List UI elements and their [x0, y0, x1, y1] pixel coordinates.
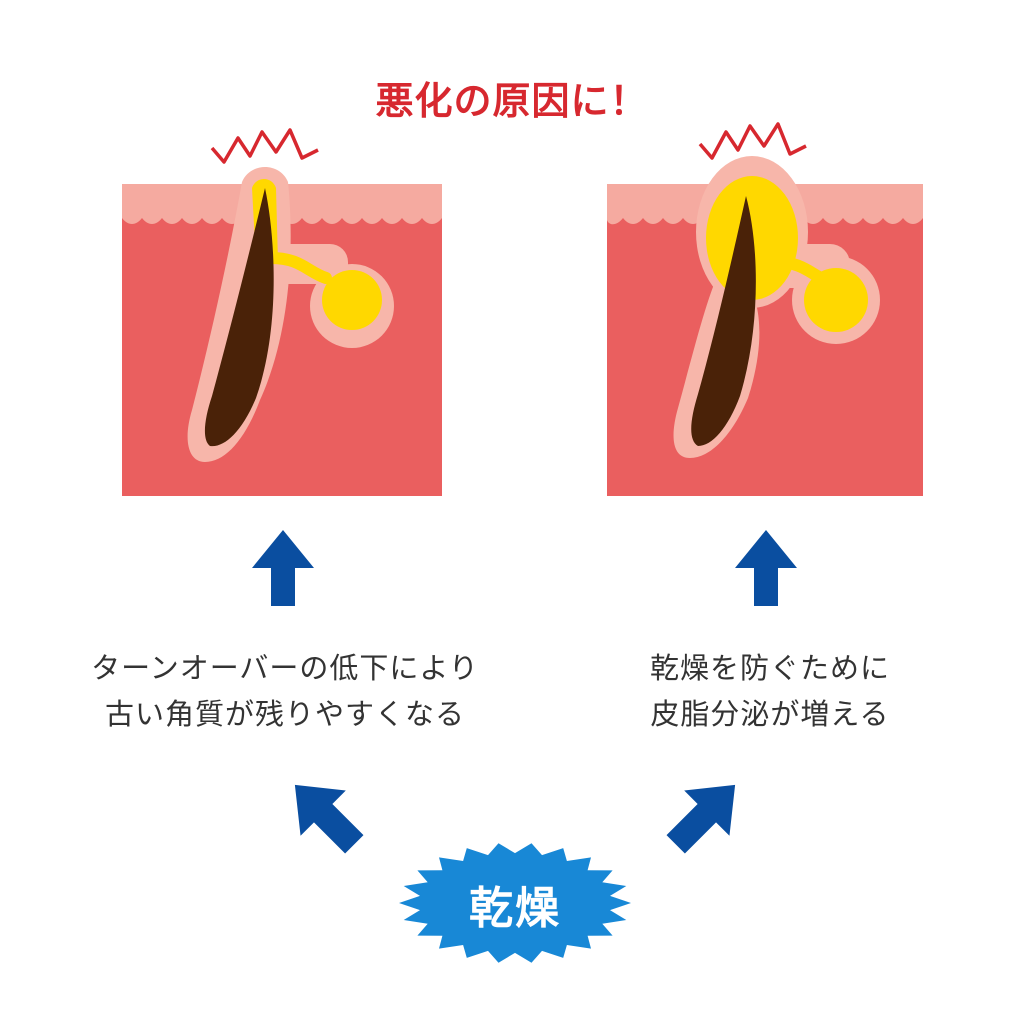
sebaceous-gland-left — [322, 270, 382, 330]
cause-label: 乾燥 — [469, 883, 561, 934]
caption-line: 乾燥を防ぐために — [649, 651, 890, 685]
burst-icon — [399, 843, 631, 963]
caption-sebum: 乾燥を防ぐために 皮脂分泌が増える — [600, 645, 940, 737]
arrow-diagonal-icon — [666, 784, 736, 854]
alert-zigzag-icon — [698, 122, 807, 160]
skin-panel-left — [122, 128, 442, 496]
arrow-up-icon — [735, 530, 797, 606]
caption-line: 皮脂分泌が増える — [650, 697, 890, 731]
sebaceous-gland-right — [804, 268, 868, 332]
caption-line: 古い角質が残りやすくなる — [104, 697, 465, 731]
arrow-diagonal-icon — [294, 784, 364, 854]
hair-left — [204, 188, 274, 447]
alert-zigzag-icon — [210, 128, 319, 164]
skin-panel-right — [607, 122, 923, 496]
headline: 悪化の原因に！ — [375, 79, 649, 123]
caption-line: ターンオーバーの低下により — [91, 651, 479, 685]
arrow-up-icon — [252, 530, 314, 606]
caption-turnover: ターンオーバーの低下により 古い角質が残りやすくなる — [40, 645, 530, 737]
hair-right — [691, 196, 756, 446]
